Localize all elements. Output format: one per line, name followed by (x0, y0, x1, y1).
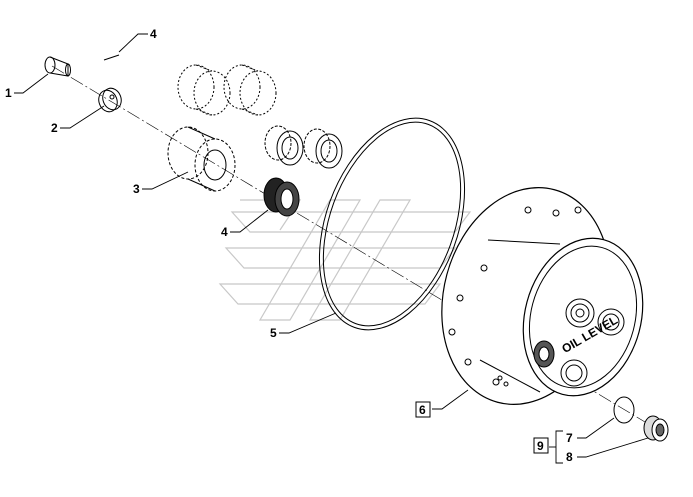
needle-bearing-part-4 (263, 177, 300, 217)
hub-plug-bottom (560, 359, 588, 387)
leader-6 (432, 389, 469, 410)
center-axis (51, 65, 656, 429)
needle-bearing-left (264, 125, 304, 166)
o-ring-part-5 (318, 117, 466, 331)
small-pin-part-4 (103, 54, 120, 61)
callout-4-top: 4 (150, 27, 157, 41)
leader-7 (577, 417, 615, 439)
leader-2 (60, 105, 105, 129)
hub-plug-top (565, 298, 595, 328)
bracket-9 (555, 430, 563, 464)
leader-3 (142, 171, 189, 190)
leader-4-bottom (230, 209, 269, 233)
seal-ring-part-7 (613, 396, 635, 424)
hub-plug-right (597, 308, 625, 336)
leader-5 (279, 312, 337, 334)
callout-3: 3 (133, 182, 140, 196)
pin-part-1 (44, 56, 71, 77)
callout-8: 8 (566, 450, 573, 464)
callout-1: 1 (5, 86, 12, 100)
callout-5: 5 (270, 326, 277, 340)
oil-level-port (533, 340, 555, 368)
callout-9: 9 (537, 439, 544, 453)
leader-4-top (118, 33, 148, 53)
ghost-gear-left (177, 64, 231, 116)
watermark-logo (218, 199, 472, 321)
box-9 (533, 437, 549, 454)
washer-part-2 (98, 87, 122, 113)
drain-plug-part-8 (643, 415, 669, 442)
leader-8 (577, 437, 649, 458)
hub-housing-part-6: OIL LEVEL (441, 187, 644, 405)
needle-bearing-right (303, 128, 343, 169)
callout-6: 6 (419, 403, 426, 417)
leader-1 (14, 73, 49, 94)
planet-gear-part-3 (167, 126, 236, 192)
box-6 (415, 401, 431, 418)
ghost-gear-right (223, 64, 277, 116)
callout-4-bottom: 4 (221, 225, 228, 239)
callout-7: 7 (566, 431, 573, 445)
callout-2: 2 (51, 121, 58, 135)
